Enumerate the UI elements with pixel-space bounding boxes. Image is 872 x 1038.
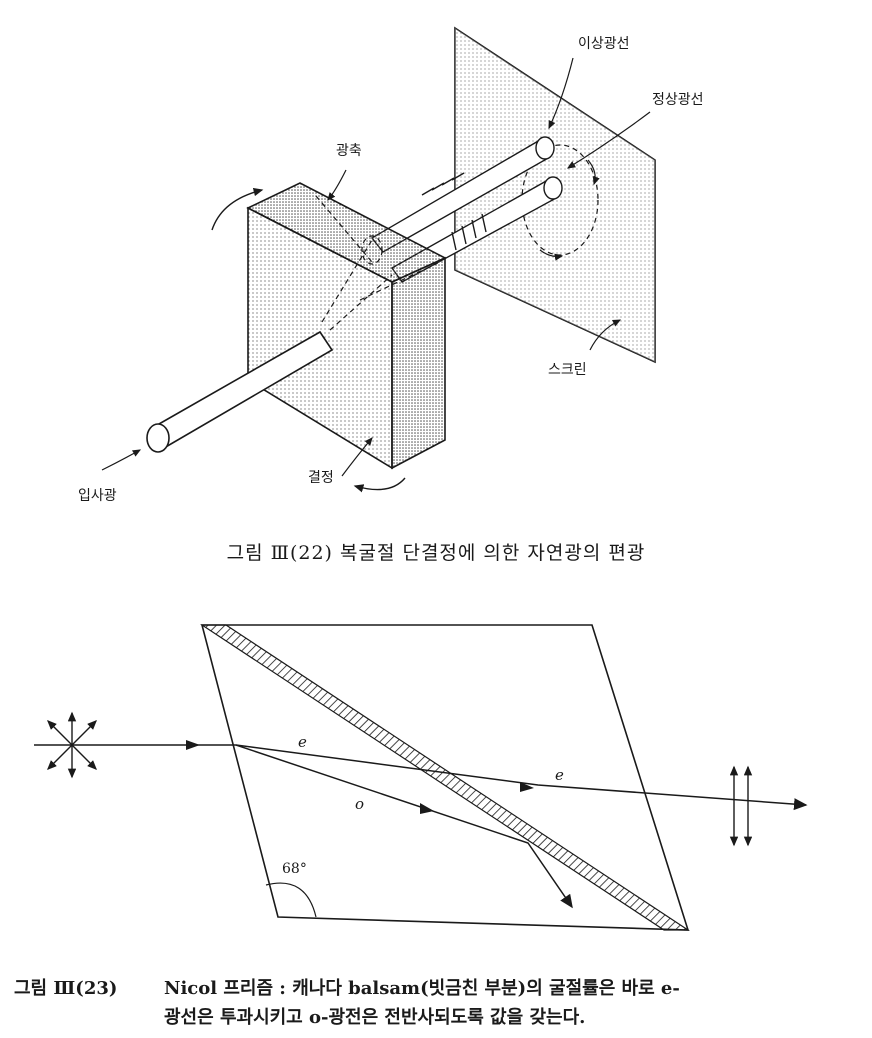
- label-incident-light: 입사광: [78, 488, 117, 504]
- rotation-arrow-bottom: [353, 477, 406, 493]
- polarized-light-symbol: [729, 765, 753, 847]
- label-crystal: 결정: [308, 470, 334, 486]
- polarization-marks: [421, 172, 487, 251]
- caption-number: 그림 Ⅲ(23): [14, 978, 118, 999]
- label-extraordinary-ray: 이상광선: [578, 36, 630, 52]
- caption-line2: 광선은 투과시키고 o-광전은 전반사되도록 값을 갖는다.: [164, 1007, 586, 1028]
- label-e-ray-2: e: [555, 766, 564, 784]
- label-screen: 스크린: [548, 362, 587, 378]
- figure-caption-23: 그림 Ⅲ(23) Nicol 프리즘 : 캐나다 balsam(빗금친 부분)의 …: [14, 974, 864, 1032]
- label-ordinary-ray: 정상광선: [652, 92, 704, 108]
- label-optic-axis: 광축: [336, 143, 362, 159]
- nicol-prism-diagram: e e o 68°: [34, 624, 808, 931]
- canada-balsam-layer: [200, 624, 690, 931]
- label-e-ray-1: e: [298, 733, 307, 751]
- figure-caption-22: 그림 Ⅲ(22) 복굴절 단결정에 의한 자연광의 편광: [226, 542, 646, 564]
- unpolarized-light-symbol: [47, 711, 97, 779]
- label-o-ray: o: [355, 795, 364, 813]
- caption-line1: Nicol 프리즘 : 캐나다 balsam(빗금친 부분)의 굴절률은 바로 …: [164, 978, 680, 999]
- label-angle: 68°: [282, 861, 307, 877]
- e-ray: [235, 744, 808, 811]
- rotation-arrow-top: [211, 187, 264, 231]
- incident-beam: [146, 330, 334, 453]
- birefringence-diagram: 이상광선 정상광선 광축 스크린 입사광 결정: [78, 26, 704, 504]
- angle-arc: [265, 882, 317, 918]
- o-ray: [235, 744, 573, 909]
